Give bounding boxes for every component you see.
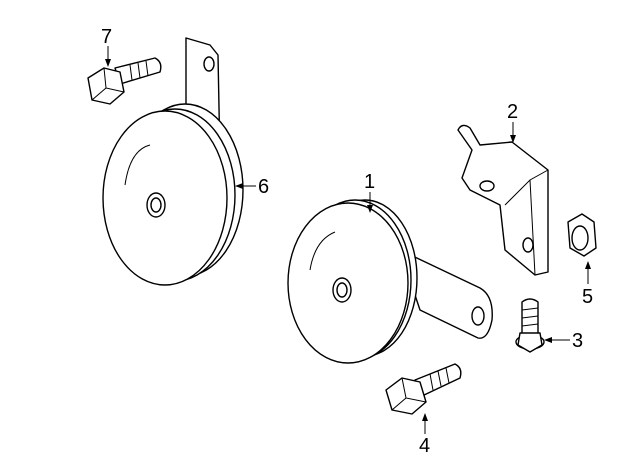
callout-1: 1 [364, 171, 375, 193]
nut [567, 213, 597, 257]
leader-lines [105, 46, 591, 434]
horn-center [287, 199, 493, 364]
bracket [457, 124, 549, 276]
callout-4: 4 [419, 435, 430, 457]
bolt-bracket [515, 298, 545, 353]
callout-5: 5 [582, 286, 593, 308]
callout-6: 6 [258, 176, 269, 198]
bolt-upper [87, 57, 162, 105]
bolt-lower [385, 363, 462, 415]
callout-7: 7 [101, 26, 112, 48]
callout-2: 2 [507, 101, 518, 123]
callout-3: 3 [572, 330, 583, 352]
horn-upper [102, 37, 244, 286]
